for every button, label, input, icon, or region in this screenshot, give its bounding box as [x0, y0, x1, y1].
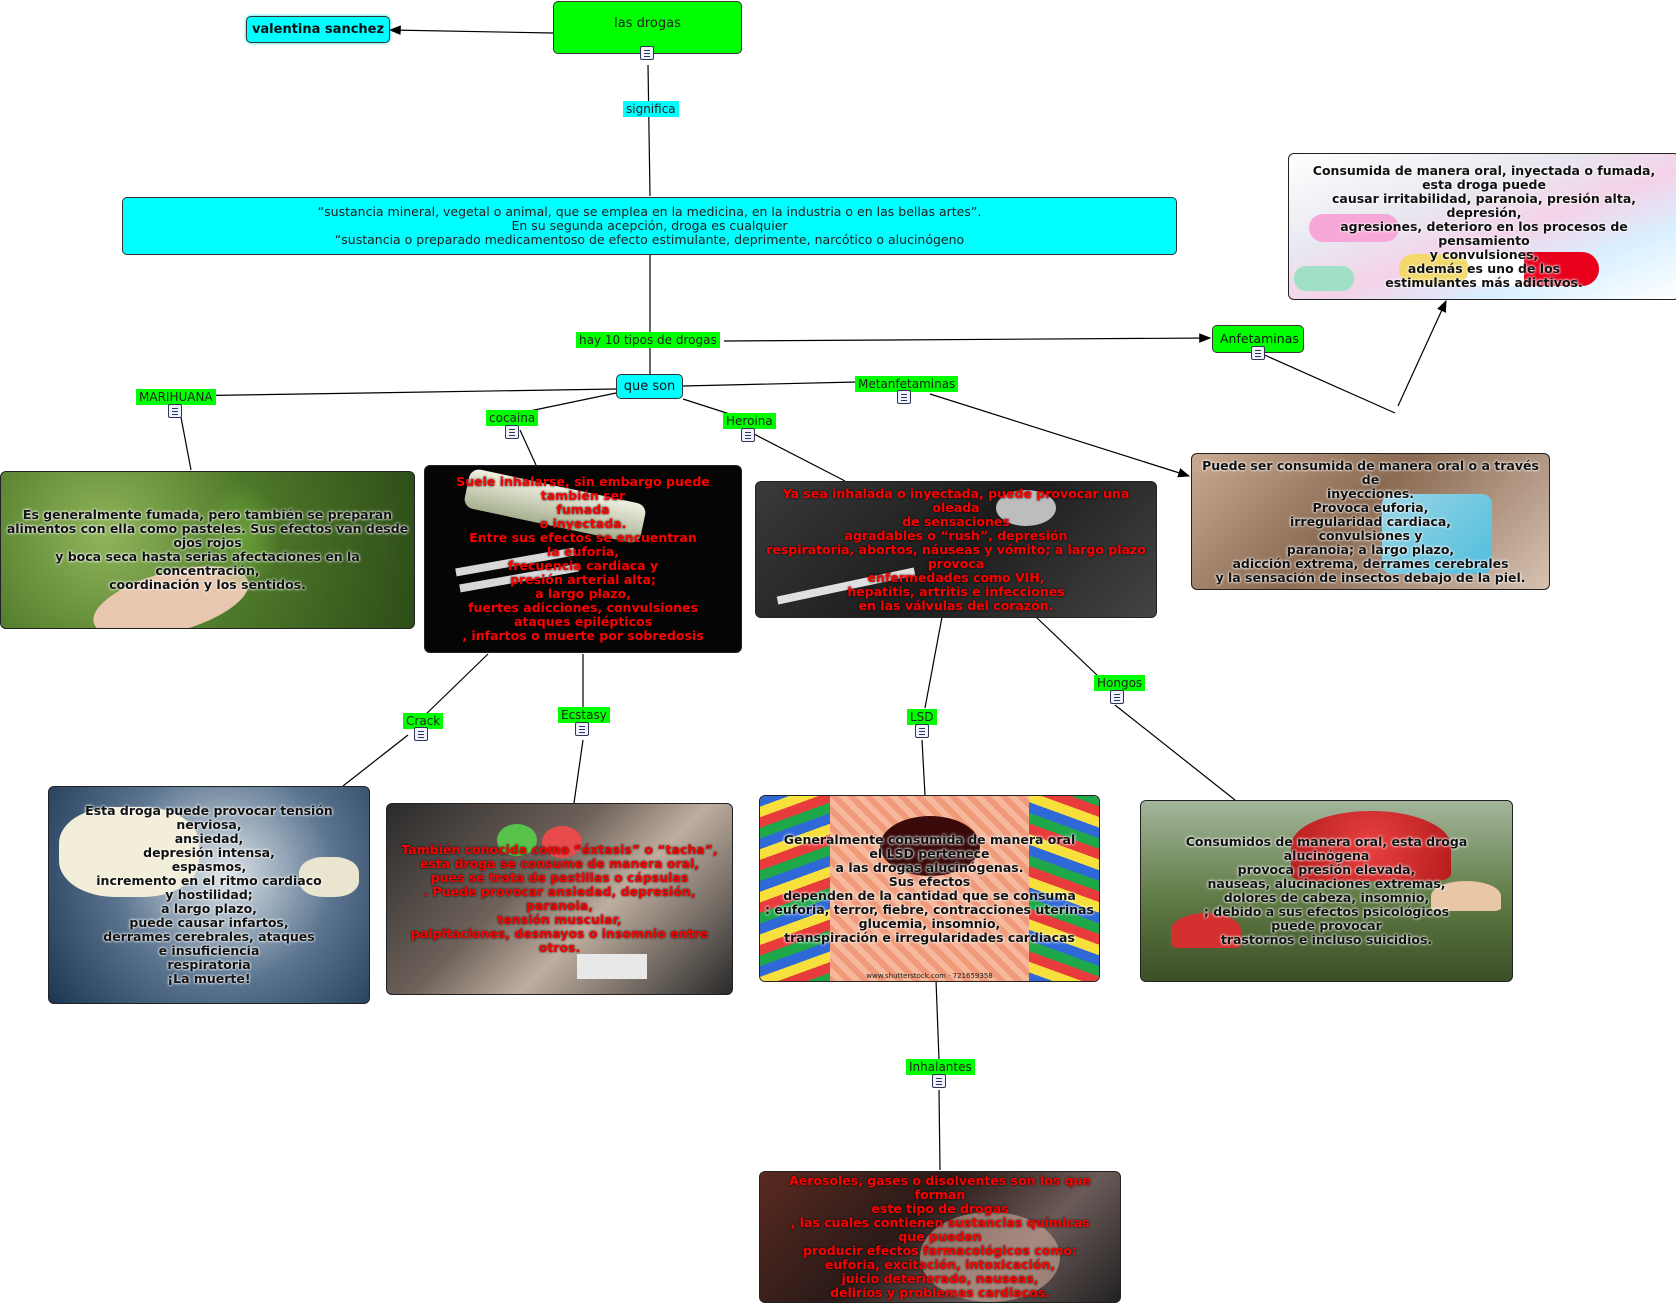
- author-label: valentina sanchez: [251, 22, 385, 37]
- note-icon[interactable]: [1251, 346, 1265, 360]
- heroina-label: Heroina: [723, 413, 776, 429]
- heroina-description: Ya sea inhalada o inyectada, puede provo…: [766, 485, 1146, 613]
- anfetaminas-node[interactable]: Anfetaminas: [1212, 325, 1304, 353]
- definition-node[interactable]: “sustancia mineral, vegetal o animal, qu…: [122, 197, 1177, 255]
- marihuana-description: Es generalmente fumada, pero también se …: [6, 507, 409, 592]
- crack-card[interactable]: Esta droga puede provocar tensión nervio…: [48, 786, 370, 1004]
- note-icon[interactable]: [414, 727, 428, 741]
- note-icon[interactable]: [897, 390, 911, 404]
- ecstasy-label: Ecstasy: [558, 707, 610, 723]
- crack-description: Esta droga puede provocar tensión nervio…: [85, 803, 333, 986]
- heroina-card[interactable]: Ya sea inhalada o inyectada, puede provo…: [755, 481, 1157, 618]
- note-icon[interactable]: [932, 1074, 946, 1088]
- link-label-tipos: hay 10 tipos de drogas: [576, 332, 720, 348]
- anfetaminas-description: Consumida de manera oral, inyectada o fu…: [1312, 162, 1656, 290]
- lsd-description: Generalmente consumida de manera oral el…: [765, 831, 1094, 945]
- inhalantes-card[interactable]: Aerosoles, gases o disolventes son los q…: [759, 1171, 1121, 1303]
- lsd-label: LSD: [907, 709, 937, 725]
- inhalantes-label: Inhalantes: [906, 1059, 975, 1075]
- marihuana-card[interactable]: Es generalmente fumada, pero también se …: [0, 471, 415, 629]
- author-node[interactable]: valentina sanchez: [246, 16, 390, 43]
- note-icon[interactable]: [741, 428, 755, 442]
- note-icon[interactable]: [505, 425, 519, 439]
- hongos-card[interactable]: Consumidos de manera oral, esta droga al…: [1140, 800, 1513, 982]
- lsd-watermark: www.shutterstock.com · 721659358: [866, 972, 993, 980]
- metanfetaminas-card[interactable]: Puede ser consumida de manera oral o a t…: [1191, 453, 1550, 590]
- metanfetaminas-label: Metanfetaminas: [855, 376, 959, 392]
- root-label: las drogas: [614, 16, 681, 31]
- marihuana-label: MARIHUANA: [136, 389, 216, 405]
- note-icon[interactable]: [915, 724, 929, 738]
- note-icon[interactable]: [640, 46, 654, 60]
- ecstasy-card[interactable]: También conocida como “éxtasis” o “tacha…: [386, 803, 733, 995]
- link-label-significa: significa: [623, 101, 679, 117]
- cocaina-description: Suele inhalarse, sin embargo puede tambi…: [456, 474, 710, 643]
- note-icon[interactable]: [575, 722, 589, 736]
- definition-text: “sustancia mineral, vegetal o animal, qu…: [317, 204, 982, 247]
- crack-label: Crack: [403, 713, 444, 729]
- inhalantes-description: Aerosoles, gases o disolventes son los q…: [789, 1173, 1091, 1300]
- hongos-description: Consumidos de manera oral, esta droga al…: [1185, 834, 1468, 947]
- cocaina-card[interactable]: Suele inhalarse, sin embargo puede tambi…: [424, 465, 742, 653]
- root-node-las-drogas[interactable]: las drogas: [553, 1, 742, 54]
- hongos-label: Hongos: [1094, 675, 1146, 691]
- que-son-node[interactable]: que son: [616, 374, 683, 399]
- cocaina-label: cocaina: [486, 410, 539, 426]
- metanfetaminas-description: Puede ser consumida de manera oral o a t…: [1202, 457, 1539, 585]
- lsd-card[interactable]: Generalmente consumida de manera oral el…: [759, 795, 1100, 982]
- ecstasy-description: También conocida como “éxtasis” o “tacha…: [401, 842, 718, 955]
- note-icon[interactable]: [1110, 690, 1124, 704]
- anfetaminas-label: Anfetaminas: [1220, 331, 1299, 346]
- anfetaminas-card[interactable]: Consumida de manera oral, inyectada o fu…: [1288, 153, 1676, 300]
- que-son-label: que son: [623, 379, 676, 394]
- note-icon[interactable]: [168, 404, 182, 418]
